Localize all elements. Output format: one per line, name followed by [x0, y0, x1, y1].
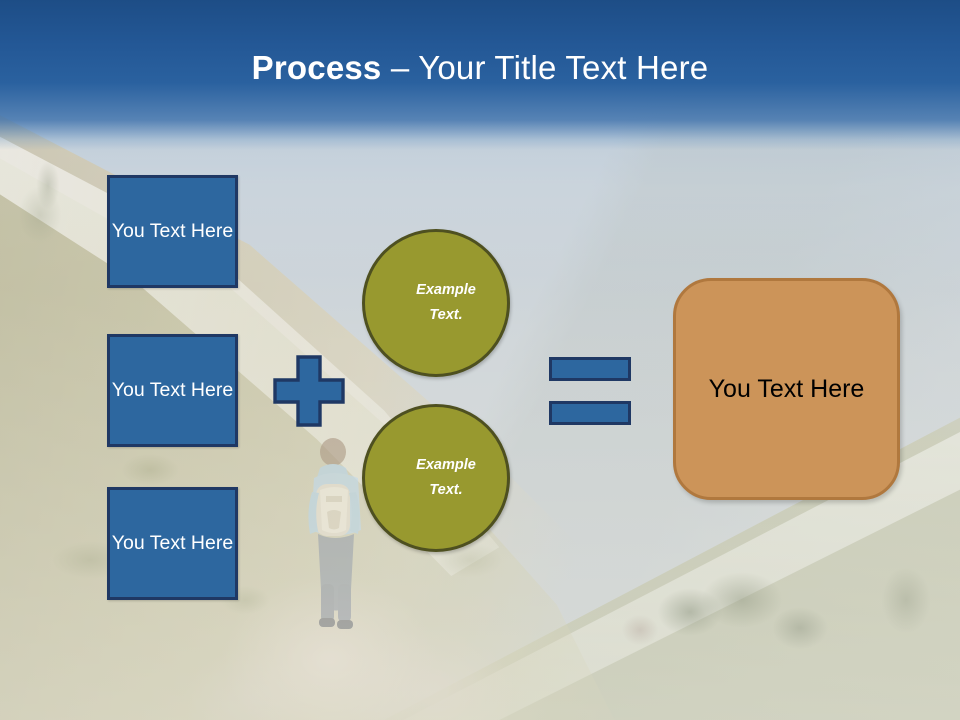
equals-icon — [549, 357, 631, 425]
input-box-3[interactable]: You Text Here — [107, 487, 238, 600]
input-box-1-label: You Text Here — [111, 220, 234, 242]
input-box-3-label: You Text Here — [111, 532, 234, 554]
result-box-label: You Text Here — [708, 374, 865, 403]
example-circle-2-line1: Example — [416, 457, 476, 473]
equals-icon-bar-bottom — [549, 401, 631, 425]
page-title-separator: – — [381, 49, 419, 86]
title-banner — [0, 0, 960, 150]
page-title: Process – Your Title Text Here — [0, 48, 960, 88]
example-circle-2[interactable]: Example Text. — [362, 404, 510, 552]
hiker-figure — [308, 438, 361, 629]
equals-icon-bar-top — [549, 357, 631, 381]
page-title-rest: Your Title Text Here — [418, 49, 709, 86]
example-circle-1-line1: Example — [416, 282, 476, 298]
input-box-2[interactable]: You Text Here — [107, 334, 238, 447]
input-box-1[interactable]: You Text Here — [107, 175, 238, 288]
example-circle-2-line2: Text. — [429, 482, 463, 498]
page-title-bold: Process — [251, 49, 382, 86]
example-circle-1-line2: Text. — [429, 307, 463, 323]
example-circle-1[interactable]: Example Text. — [362, 229, 510, 377]
input-box-2-label: You Text Here — [111, 379, 234, 401]
result-box[interactable]: You Text Here — [673, 278, 900, 500]
plus-icon — [273, 355, 345, 427]
